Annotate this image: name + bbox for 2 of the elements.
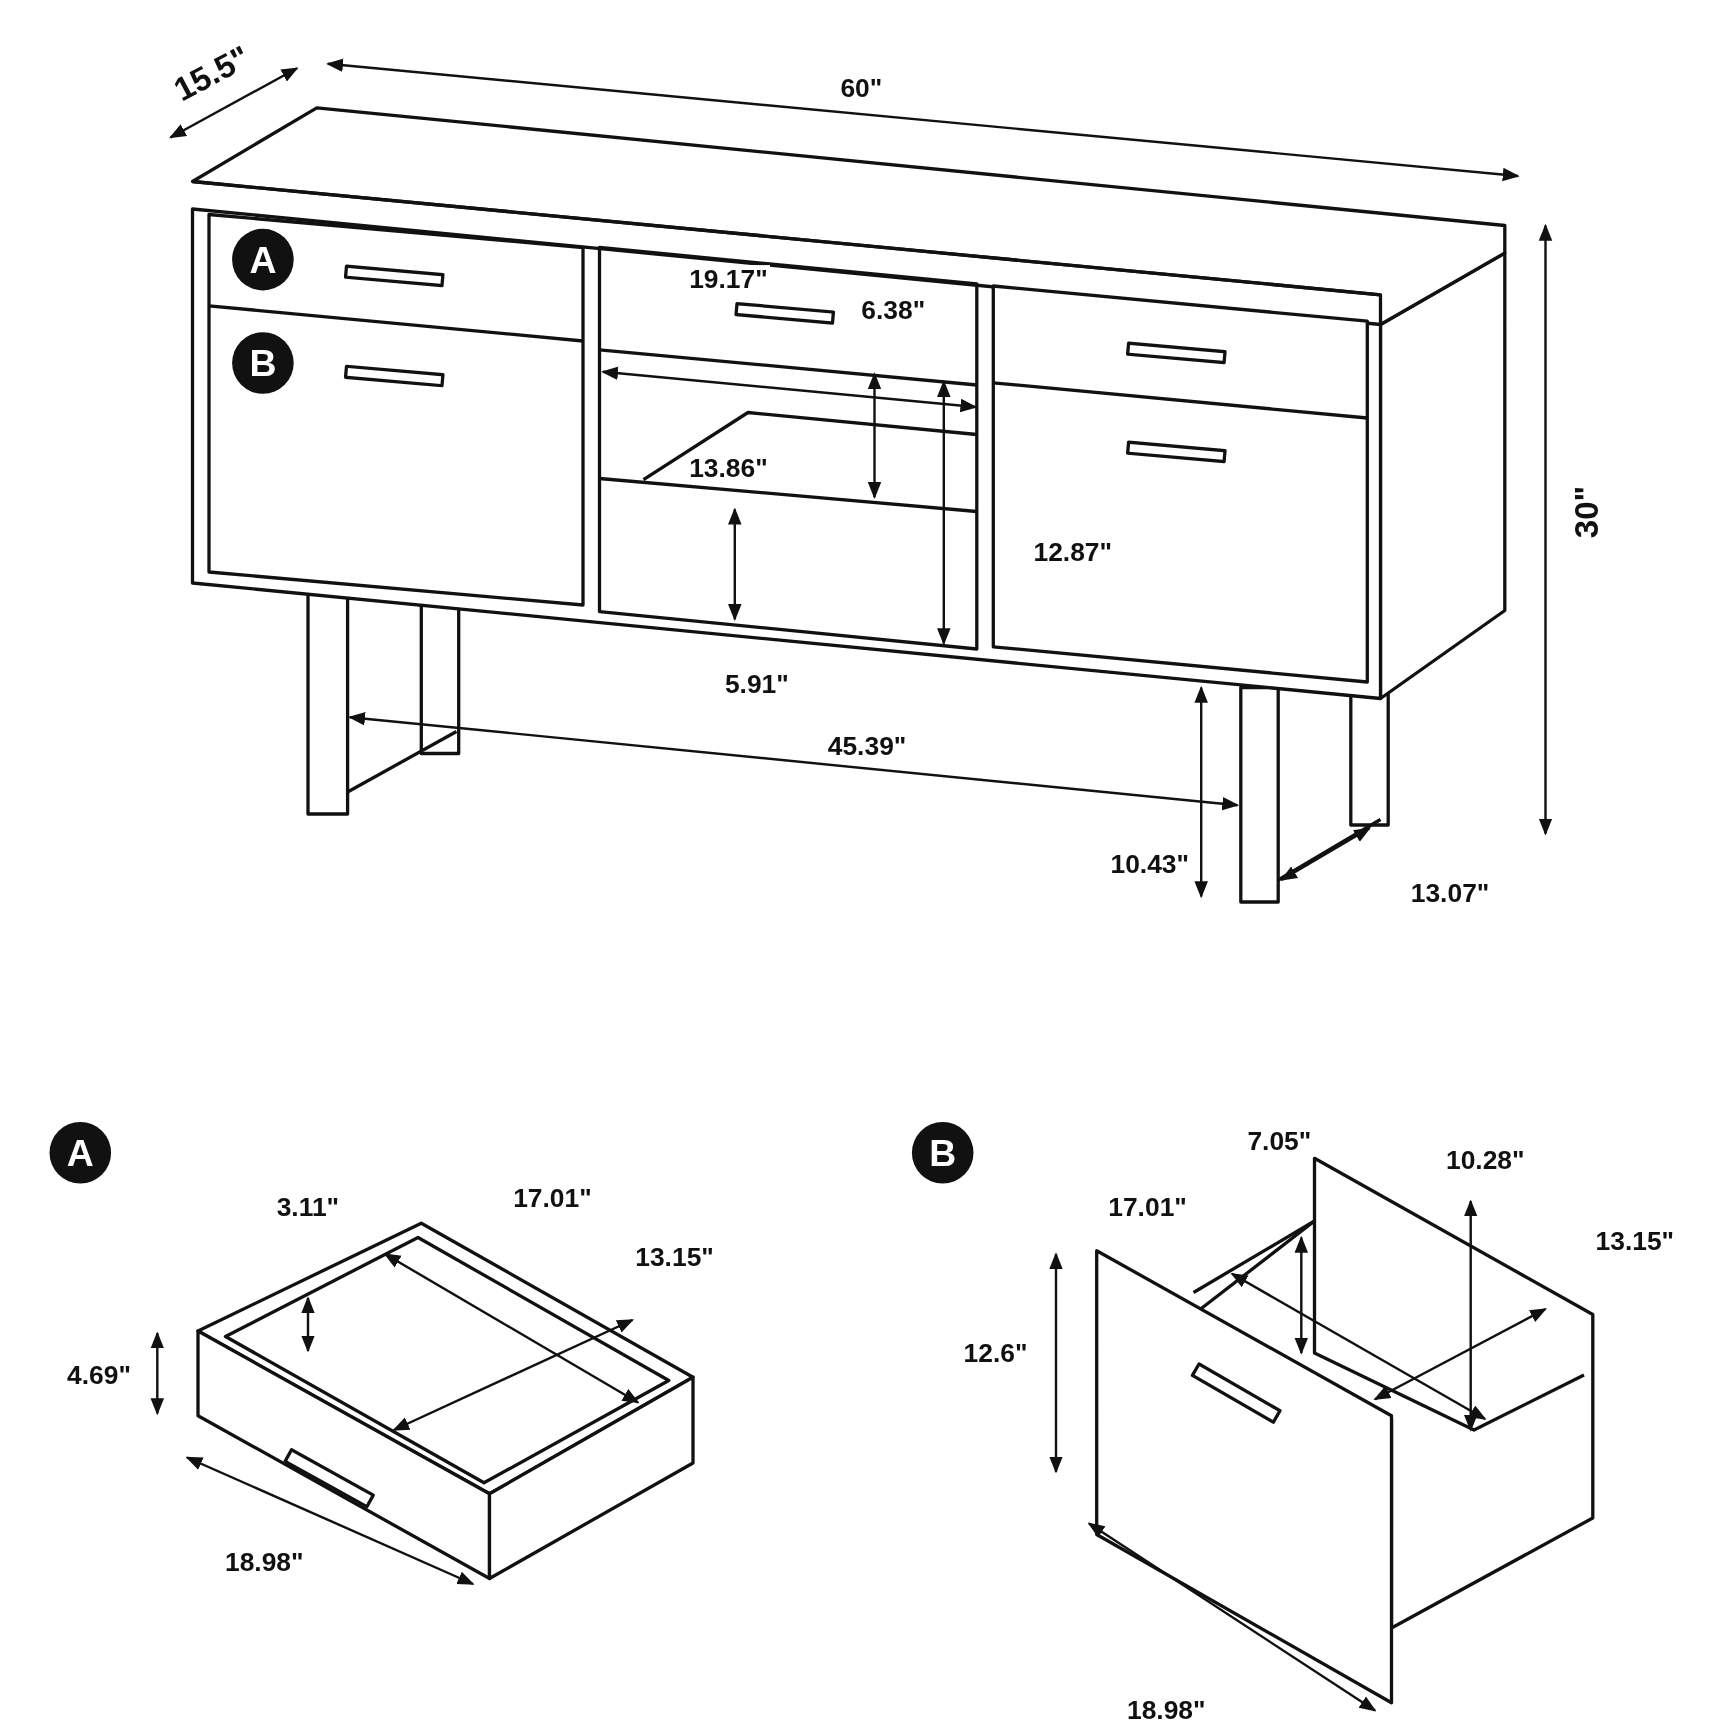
callout-letter: B (911, 1122, 974, 1184)
callout-letter: A (49, 1122, 112, 1184)
